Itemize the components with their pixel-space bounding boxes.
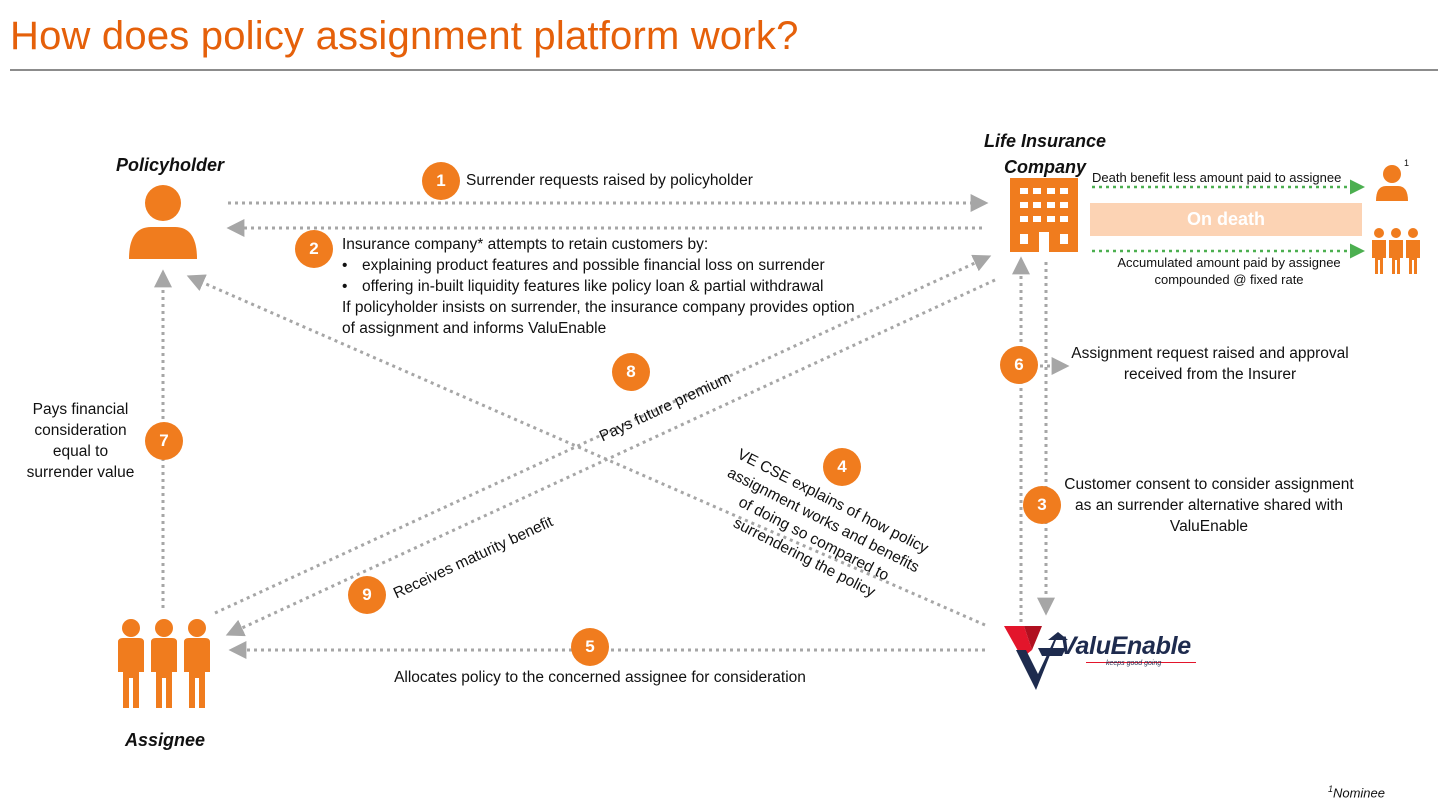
family-icon — [1372, 228, 1420, 274]
step-7-badge: 7 — [145, 422, 183, 460]
step-6-text: Assignment request raised and approval r… — [1071, 345, 1349, 383]
step-5-badge: 5 — [571, 628, 609, 666]
valuenable-wordmark: ValuEnable — [1060, 632, 1191, 660]
step-2-bullets: explaining product features and possible… — [342, 255, 902, 297]
title-divider — [10, 69, 1438, 71]
step-1-text: Surrender requests raised by policyholde… — [466, 172, 753, 189]
logo-underline — [1086, 662, 1196, 663]
step-7-text: Pays financial consideration equal to su… — [26, 401, 135, 481]
arrow-step-8 — [214, 254, 992, 615]
page-title: How does policy assignment platform work… — [10, 14, 799, 58]
policyholder-label: Policyholder — [115, 155, 225, 175]
footnote-text: Nominee — [1332, 785, 1385, 801]
building-icon — [1010, 178, 1078, 252]
nominee-superscript: 1 — [1404, 158, 1410, 168]
step-1-badge: 1 — [422, 162, 460, 200]
step-4-badge: 4 — [823, 448, 861, 486]
step-2-bullet: explaining product features and possible… — [342, 255, 902, 276]
death-benefit-text: Death benefit less amount paid to assign… — [1092, 170, 1342, 185]
step-6-badge: 6 — [1000, 346, 1038, 384]
footnote-superscript: 1 — [1327, 784, 1333, 794]
assignee-icon — [118, 619, 210, 708]
step-3-text: Customer consent to consider assignment … — [1064, 476, 1354, 535]
accumulated-amount-text: Accumulated amount paid by assignee comp… — [1117, 255, 1341, 287]
valuenable-logo: ValuEnable keeps good going — [1002, 618, 1202, 694]
step-2-badge: 2 — [295, 230, 333, 268]
arrow-step-4 — [186, 274, 986, 627]
step-3-badge: 3 — [1023, 486, 1061, 524]
assignee-label: Assignee — [124, 730, 206, 750]
nominee-icon — [1376, 165, 1408, 201]
step-2-intro: Insurance company* attempts to retain cu… — [342, 236, 709, 253]
step-9-badge: 9 — [348, 576, 386, 614]
valuenable-logo-mark — [1004, 626, 1068, 690]
step-2-text: Insurance company* attempts to retain cu… — [342, 234, 902, 339]
step-2-outro: If policyholder insists on surrender, th… — [342, 299, 855, 337]
on-death-label: On death — [1090, 203, 1362, 236]
policyholder-icon — [129, 185, 197, 259]
insurer-label: Life Insurance Company — [983, 131, 1107, 177]
arrow-step-9 — [225, 278, 996, 637]
step-2-bullet: offering in-built liquidity features lik… — [342, 276, 902, 297]
step-8-badge: 8 — [612, 353, 650, 391]
step-5-text: Allocates policy to the concerned assign… — [394, 669, 806, 686]
valuenable-tagline: keeps good going — [1106, 660, 1162, 667]
footnote: 1Nominee — [1328, 784, 1385, 800]
